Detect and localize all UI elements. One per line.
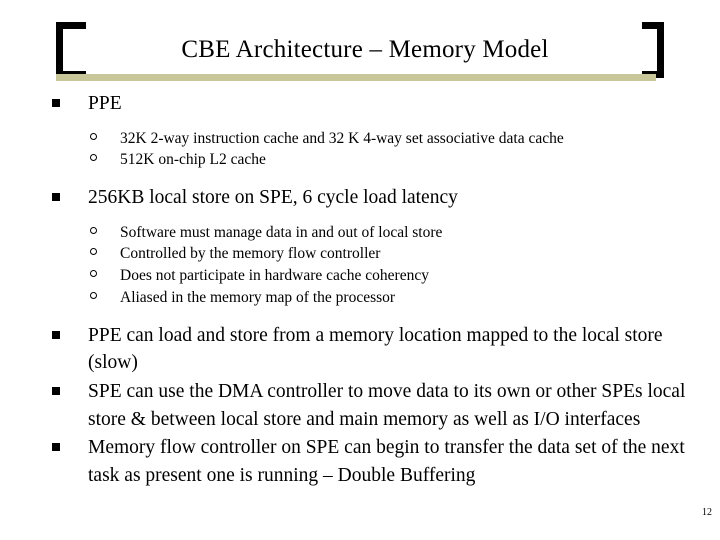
bullet-text: PPE — [88, 93, 122, 114]
page-title: CBE Architecture – Memory Model — [181, 36, 549, 63]
bullet-level1: Memory flow controller on SPE can begin … — [0, 434, 720, 489]
bullet-level1: PPE can load and store from a memory loc… — [0, 322, 720, 377]
bullet-level2: Does not participate in hardware cache c… — [0, 265, 720, 287]
title-bracket-right-decoration — [642, 22, 664, 78]
bullet-text: SPE can use the DMA controller to move d… — [88, 380, 686, 430]
circle-bullet-icon — [90, 226, 97, 234]
bullet-level2: Software must manage data in and out of … — [0, 222, 720, 244]
square-bullet-icon — [52, 386, 60, 395]
bullet-text: 32K 2-way instruction cache and 32 K 4-w… — [120, 129, 564, 147]
page-number: 12 — [702, 507, 712, 518]
bullet-level2: 512K on-chip L2 cache — [0, 149, 720, 171]
bullet-text: PPE can load and store from a memory loc… — [88, 324, 663, 374]
bullet-level2: Aliased in the memory map of the process… — [0, 287, 720, 309]
square-bullet-icon — [52, 193, 60, 202]
spacer — [0, 119, 720, 128]
bullet-text: Aliased in the memory map of the process… — [120, 288, 396, 306]
spacer — [0, 171, 720, 184]
bullet-level1: SPE can use the DMA controller to move d… — [0, 378, 720, 433]
spacer — [0, 309, 720, 322]
title-bracket-left-decoration — [56, 22, 86, 78]
bullet-text: 512K on-chip L2 cache — [120, 151, 266, 169]
bullet-text: 256KB local store on SPE, 6 cycle load l… — [88, 187, 458, 209]
bullet-text: Controlled by the memory flow controller — [120, 245, 381, 263]
title-accent-band — [56, 74, 656, 81]
square-bullet-icon — [52, 443, 60, 452]
circle-bullet-icon — [90, 154, 97, 162]
circle-bullet-icon — [90, 291, 97, 299]
square-bullet-icon — [52, 99, 60, 107]
slide-body: PPE 32K 2-way instruction cache and 32 K… — [0, 90, 720, 491]
circle-bullet-icon — [90, 270, 97, 278]
bullet-level1: PPE — [0, 90, 720, 118]
bullet-text: Software must manage data in and out of … — [120, 223, 443, 241]
circle-bullet-icon — [90, 248, 97, 256]
square-bullet-icon — [52, 330, 60, 339]
bullet-text: Memory flow controller on SPE can begin … — [88, 437, 685, 486]
circle-bullet-icon — [90, 132, 97, 140]
bullet-level2: 32K 2-way instruction cache and 32 K 4-w… — [0, 128, 720, 150]
bullet-level1: 256KB local store on SPE, 6 cycle load l… — [0, 184, 720, 212]
spacer — [0, 213, 720, 222]
bullet-level2: Controlled by the memory flow controller — [0, 243, 720, 265]
bullet-text: Does not participate in hardware cache c… — [120, 267, 429, 285]
